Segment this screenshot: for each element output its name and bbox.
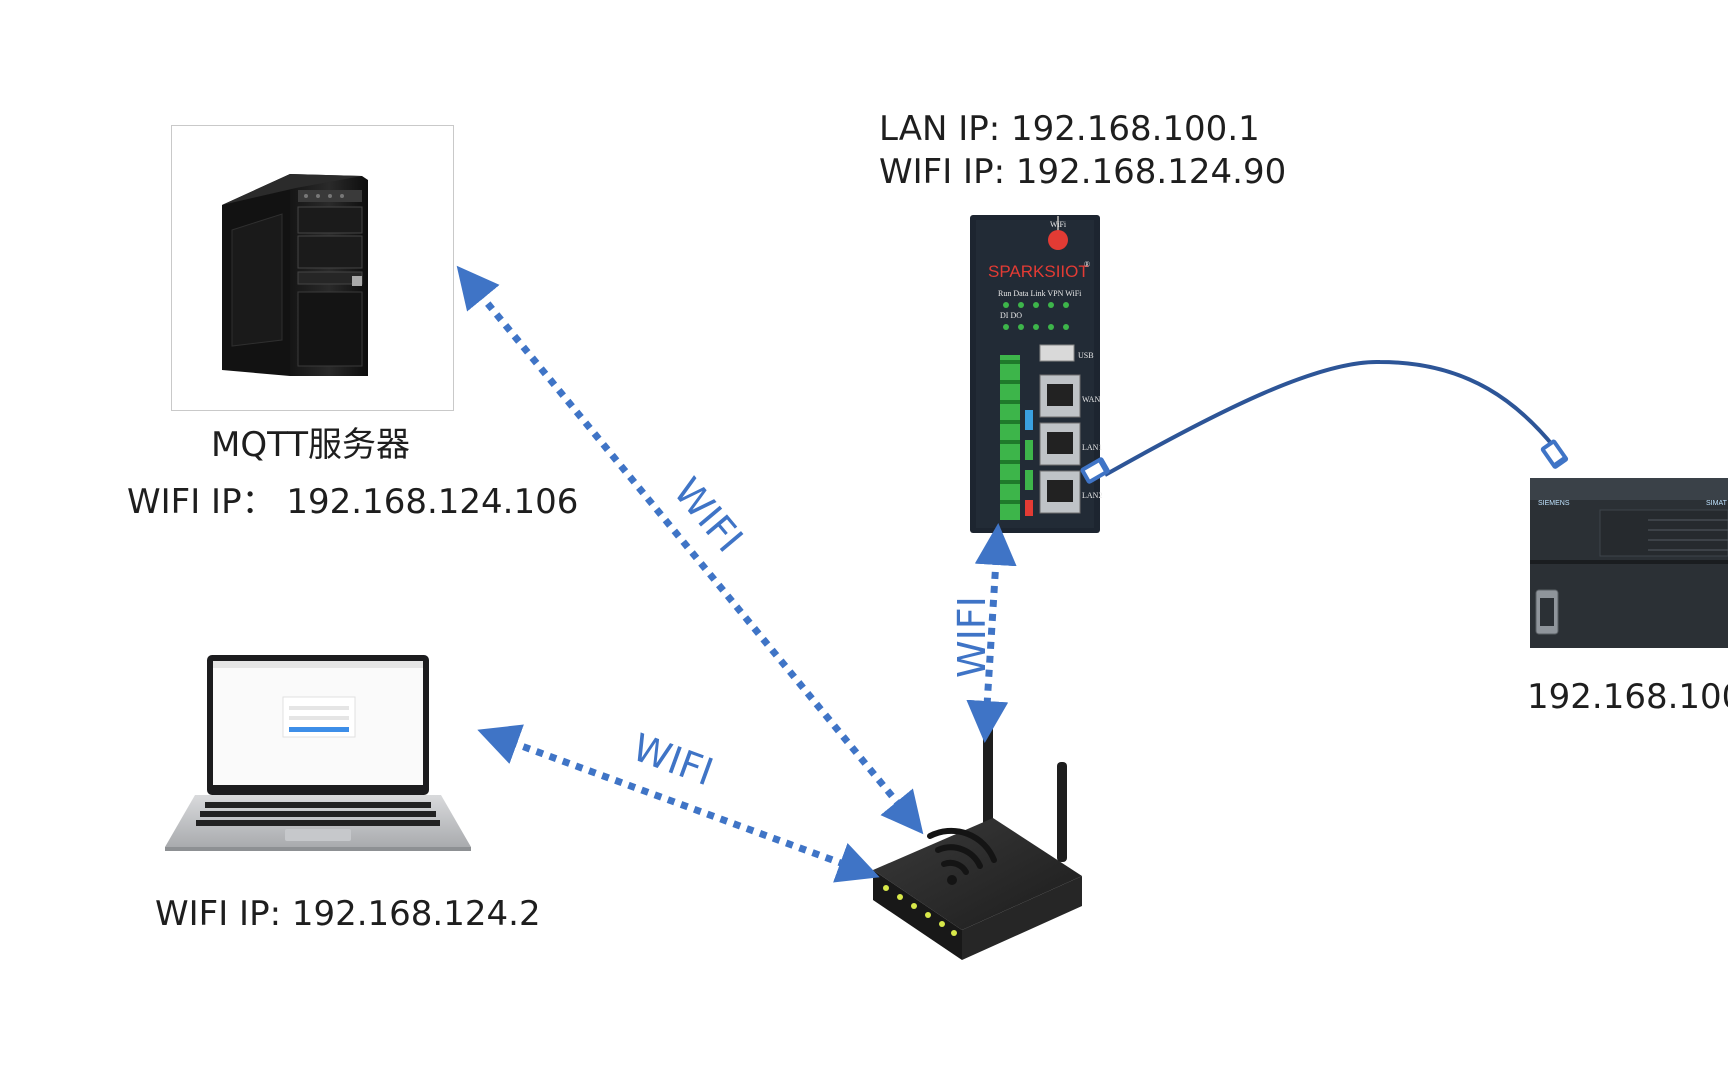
- gateway-io-labels: DI DO: [1000, 311, 1022, 320]
- gateway-device-image: WiFi SPARKSIIOT ® Run Data Link VPN WiFi…: [970, 215, 1102, 533]
- link-label-server-router: WIFI: [665, 470, 751, 561]
- gateway-status-leds: [1003, 302, 1069, 308]
- router-leds: [883, 885, 957, 936]
- gateway-brand-mark: ®: [1084, 260, 1090, 269]
- link-label-gateway-router: WIFI: [950, 596, 994, 678]
- gateway-wifi-ip: WIFI IP: 192.168.124.90: [879, 152, 1287, 192]
- cable-connector-gateway: [1080, 457, 1110, 484]
- gateway-usb-label: USB: [1078, 351, 1094, 360]
- gateway-lan1-label: LAN1: [1082, 443, 1102, 452]
- link-server-router: [456, 265, 924, 835]
- gateway-lan2-port: [1039, 470, 1081, 514]
- gateway-terminal-block: [1000, 355, 1033, 520]
- link-laptop-router: [477, 724, 880, 883]
- gateway-wan-label: WAN: [1082, 395, 1100, 404]
- link-label-laptop-router: WIFI: [627, 725, 719, 794]
- plc-device-image: SIEMENS SIMAT: [1530, 478, 1728, 648]
- link-gateway-router: [966, 523, 1017, 743]
- laptop-wifi-ip: WIFI IP: 192.168.124.2: [155, 894, 541, 934]
- router-image: [873, 722, 1082, 960]
- gateway-usb-port: [1039, 344, 1075, 362]
- cable-connector-plc: [1540, 439, 1569, 469]
- gateway-io-leds: [1003, 324, 1069, 330]
- plc-model: SIMAT: [1706, 500, 1728, 507]
- gateway-lan2-label: LAN2: [1082, 491, 1102, 500]
- gateway-led-labels: Run Data Link VPN WiFi: [998, 289, 1082, 298]
- wifi-icon: [927, 827, 997, 885]
- server-wifi-ip: WIFI IP： 192.168.124.106: [127, 482, 579, 522]
- wifi-links: [456, 265, 1017, 883]
- plc-ip: 192.168.100.1: [1527, 677, 1728, 717]
- ethernet-cable: [1080, 359, 1569, 484]
- plc-brand: SIEMENS: [1538, 500, 1570, 507]
- server-title: MQTT服务器: [211, 425, 411, 465]
- gateway-lan-ip: LAN IP: 192.168.100.1: [879, 109, 1260, 149]
- gateway-brand: SPARKSIIOT: [988, 262, 1089, 281]
- gateway-antenna-label: WiFi: [1050, 220, 1067, 229]
- server-tower-image: [222, 174, 368, 376]
- laptop-image: [165, 655, 471, 851]
